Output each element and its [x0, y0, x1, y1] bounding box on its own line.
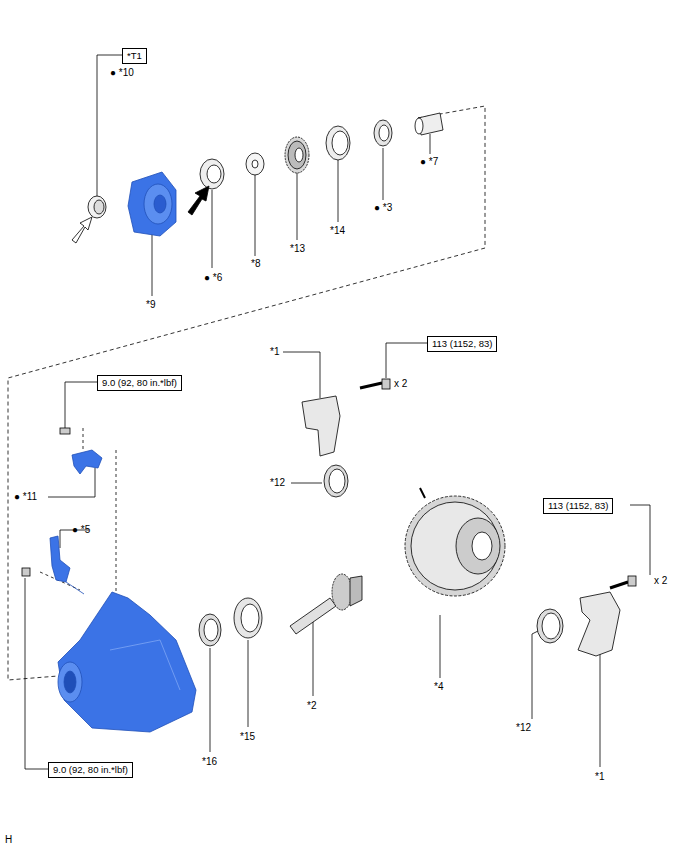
torque-spec-box: 9.0 (92, 80 in.*lbf)	[48, 762, 133, 778]
callout-number: ● *10	[110, 67, 134, 79]
callout-number: *12	[270, 477, 285, 489]
box-text: 9.0 (92, 80 in.*lbf)	[102, 377, 177, 389]
torque-spec-box: 113 (1152, 83)	[427, 336, 497, 352]
callout-number: ● *7	[420, 156, 438, 168]
callout-number: *1	[595, 771, 604, 783]
box-text: 113 (1152, 83)	[432, 338, 492, 350]
callout-number: *4	[434, 681, 443, 693]
callout-number: *8	[251, 258, 260, 270]
torque-spec-box: *T1	[122, 48, 147, 64]
box-text: 113 (1152, 83)	[548, 500, 608, 512]
callout-number: *14	[330, 225, 345, 237]
callout-number: *15	[240, 731, 255, 743]
callout-number: x 2	[394, 378, 407, 390]
callout-number: *12	[516, 722, 531, 734]
callout-number: x 2	[654, 575, 667, 587]
callout-number: ● *6	[204, 272, 222, 284]
callout-number: ● *11	[14, 491, 37, 503]
callout-number: *13	[290, 243, 305, 255]
callout-number: ● *3	[374, 202, 392, 214]
callout-number: *1	[270, 346, 279, 358]
torque-spec-box: 9.0 (92, 80 in.*lbf)	[97, 375, 182, 391]
callout-number: *16	[202, 756, 217, 768]
box-text: *T1	[127, 50, 142, 62]
callout-number: H	[5, 834, 12, 846]
box-text: 9.0 (92, 80 in.*lbf)	[53, 764, 128, 776]
torque-spec-box: 113 (1152, 83)	[543, 498, 613, 514]
callout-number: *2	[307, 700, 316, 712]
callout-number: *9	[146, 299, 155, 311]
callout-number: ● *5	[72, 524, 90, 536]
